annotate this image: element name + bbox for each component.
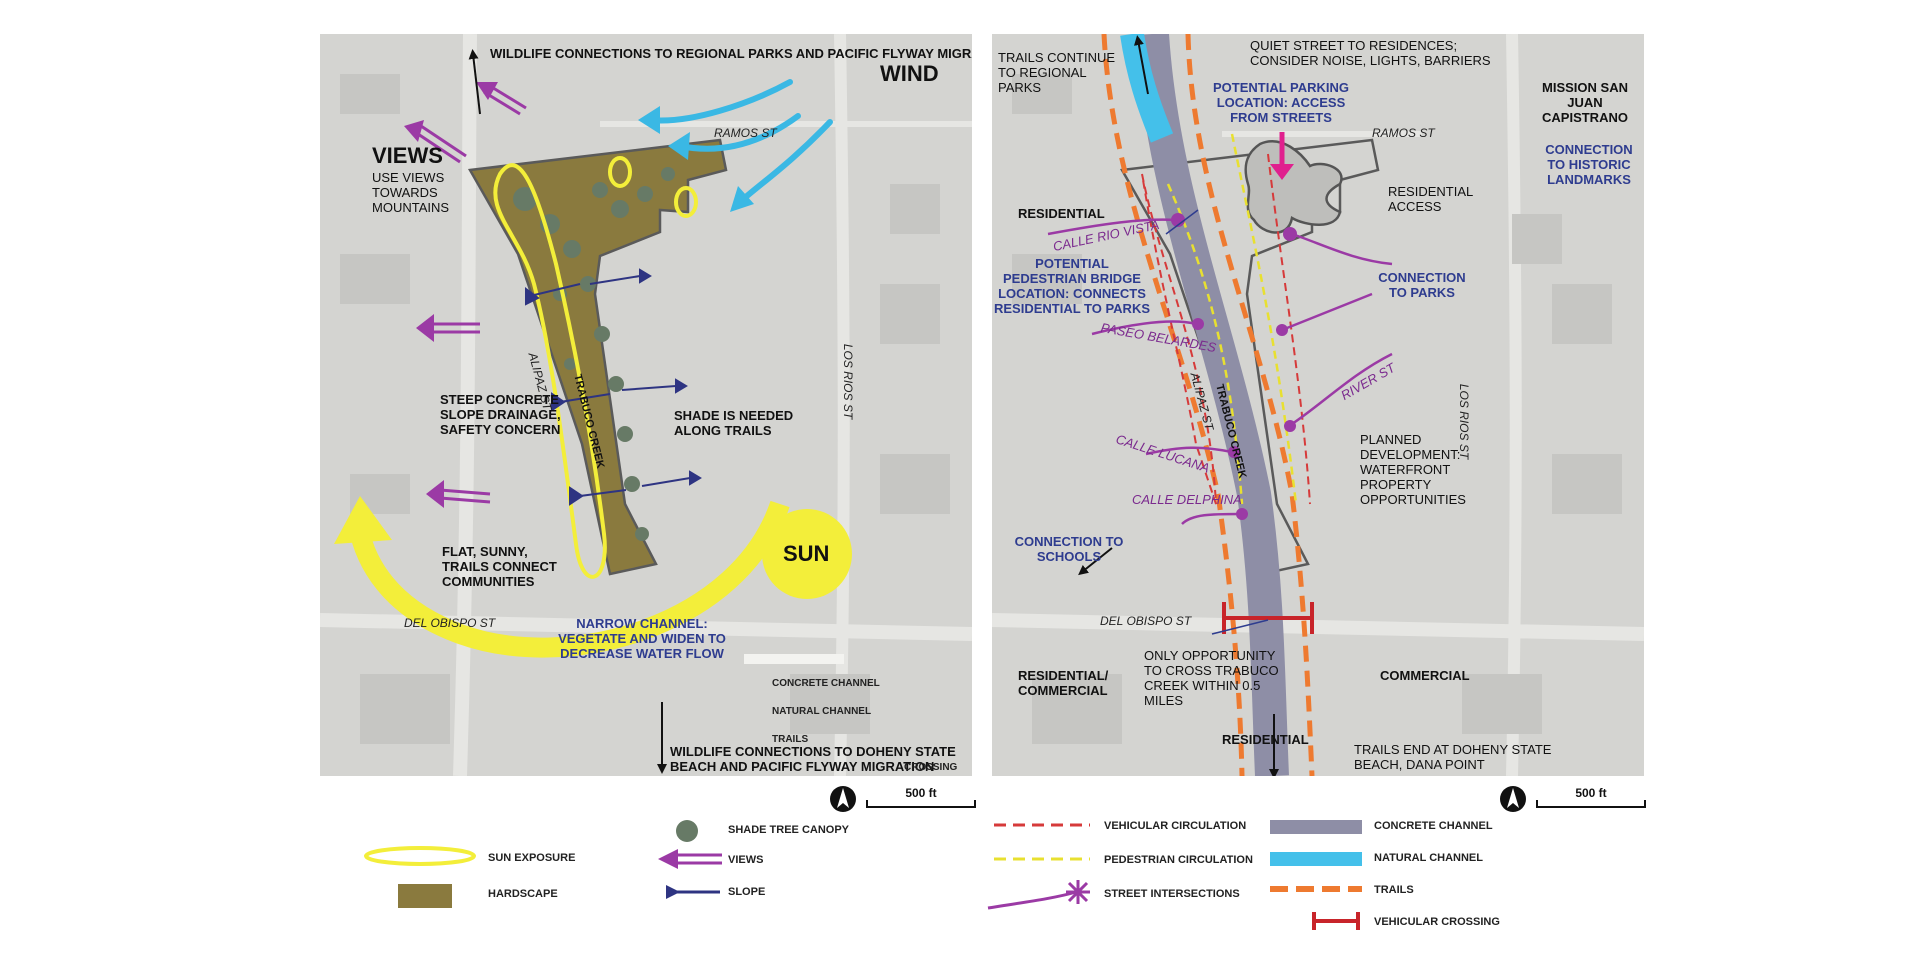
north-arrow-icon xyxy=(1500,786,1526,812)
scale-label-left: 500 ft xyxy=(905,786,937,800)
label-parking: POTENTIAL PARKING LOCATION: ACCESS FROM … xyxy=(1212,80,1350,125)
inset-trails: TRAILS xyxy=(772,734,809,745)
legend-sun-exposure: SUN EXPOSURE xyxy=(488,852,576,864)
trail-west xyxy=(1101,34,1245,776)
site-analysis-map: WILDLIFE CONNECTIONS TO REGIONAL PARKS A… xyxy=(320,34,972,776)
label-planned-dev: PLANNED DEVELOPMENT: WATERFRONT PROPERTY… xyxy=(1360,432,1466,507)
sun-path xyxy=(350,500,790,658)
legend-street-intersections: STREET INTERSECTIONS xyxy=(1104,888,1240,900)
parking-area xyxy=(1244,140,1343,234)
legend-hardscape: HARDSCAPE xyxy=(488,888,558,900)
trails-swatch xyxy=(1270,886,1362,892)
label-ramos-st: RAMOS ST xyxy=(714,126,777,140)
label-residential-access: RESIDENTIAL ACCESS xyxy=(1388,184,1473,214)
circulation-map: TRAILS CONTINUE TO REGIONAL PARKS QUIET … xyxy=(992,34,1644,776)
scale-label-right: 500 ft xyxy=(1575,786,1607,800)
legend-vehicular-circulation: VEHICULAR CIRCULATION xyxy=(1104,820,1247,832)
sun-icon xyxy=(762,509,852,599)
tree-canopy-icon xyxy=(676,820,698,842)
legend-natural-channel: NATURAL CHANNEL xyxy=(1374,852,1483,864)
label-mission: MISSION SAN JUAN CAPISTRANO xyxy=(1542,80,1628,125)
scale-bar-left: 500 ft xyxy=(866,786,976,808)
views-arrow-icon xyxy=(658,849,722,869)
legend-concrete-channel: CONCRETE CHANNEL xyxy=(1374,820,1493,832)
pedestrian-circulation-swatch xyxy=(994,857,1090,861)
label-narrow-channel: NARROW CHANNEL: VEGETATE AND WIDEN TO DE… xyxy=(558,616,726,661)
label-ped-bridge: POTENTIAL PEDESTRIAN BRIDGE LOCATION: CO… xyxy=(993,256,1151,316)
legend-pedestrian-circulation: PEDESTRIAN CIRCULATION xyxy=(1104,854,1253,866)
hardscape-area xyxy=(467,138,728,576)
vehicular-circulation-swatch xyxy=(994,823,1090,827)
label-del-obispo-st: DEL OBISPO ST xyxy=(404,616,496,630)
legend-slope: SLOPE xyxy=(728,886,766,898)
vehicular-crossing-icon xyxy=(1312,912,1360,930)
label-los-rios-st: LOS RIOS ST xyxy=(841,343,856,420)
label-views-desc: USE VIEWS TOWARDS MOUNTAINS xyxy=(372,170,450,215)
label-residential-nw: RESIDENTIAL xyxy=(1018,206,1105,221)
label-connection-schools: CONNECTION TO SCHOOLS xyxy=(1014,534,1124,564)
map-graphics xyxy=(992,34,1644,776)
legend-views: VIEWS xyxy=(728,854,764,866)
legend-shade-tree-canopy: SHADE TREE CANOPY xyxy=(728,824,850,836)
natural-channel xyxy=(1120,34,1174,143)
label-wind: WIND xyxy=(880,61,939,86)
label-trails-end: TRAILS END AT DOHENY STATE BEACH, DANA P… xyxy=(1354,742,1552,772)
hardscape-swatch xyxy=(398,884,452,908)
slope-icon xyxy=(666,885,720,899)
legend-vehicular-crossing: VEHICULAR CROSSING xyxy=(1374,916,1500,928)
label-trails-continue: TRAILS CONTINUE TO REGIONAL PARKS xyxy=(998,50,1116,95)
scale-bar-right: 500 ft xyxy=(1536,786,1646,808)
label-commercial: COMMERCIAL xyxy=(1380,668,1470,683)
label-residential-s: RESIDENTIAL xyxy=(1222,732,1309,747)
sun-exposure-swatch xyxy=(364,846,476,866)
sun-exposure-outline xyxy=(493,163,607,579)
label-flat-sunny: FLAT, SUNNY, TRAILS CONNECT COMMUNITIES xyxy=(442,544,557,589)
label-ramos-st: RAMOS ST xyxy=(1372,126,1435,140)
label-sun: SUN xyxy=(783,541,830,566)
concrete-channel-swatch xyxy=(1270,820,1362,834)
label-wildlife-north: WILDLIFE CONNECTIONS TO REGIONAL PARKS A… xyxy=(490,46,972,61)
label-quiet-street: QUIET STREET TO RESIDENCES; CONSIDER NOI… xyxy=(1250,38,1491,68)
label-steep-slope: STEEP CONCRETE SLOPE DRAINAGE, SAFETY CO… xyxy=(440,392,561,437)
label-residential-commercial: RESIDENTIAL/ COMMERCIAL xyxy=(1018,668,1109,698)
label-historic: CONNECTION TO HISTORIC LANDMARKS xyxy=(1545,142,1633,187)
map-graphics xyxy=(320,34,972,776)
street-intersection-icon xyxy=(987,880,1090,910)
label-wildlife-south: WILDLIFE CONNECTIONS TO DOHENY STATE BEA… xyxy=(670,744,956,774)
legend-trails: TRAILS xyxy=(1374,884,1414,896)
natural-channel-swatch xyxy=(1270,852,1362,866)
label-only-opportunity: ONLY OPPORTUNITY TO CROSS TRABUCO CREEK … xyxy=(1144,648,1279,708)
trail-east xyxy=(1185,34,1315,776)
concrete-channel xyxy=(1135,34,1289,776)
label-del-obispo-st: DEL OBISPO ST xyxy=(1100,614,1192,628)
inset-natural-channel: NATURAL CHANNEL xyxy=(772,706,872,717)
label-connection-parks: CONNECTION TO PARKS xyxy=(1378,270,1466,300)
inset-concrete-channel: CONCRETE CHANNEL xyxy=(772,678,880,689)
label-views-title: VIEWS xyxy=(372,143,443,168)
inset-crossing: CROSSING xyxy=(904,762,958,773)
label-calle-delphina: CALLE DELPHINA xyxy=(1132,492,1242,507)
label-shade-needed: SHADE IS NEEDED ALONG TRAILS xyxy=(674,408,794,438)
north-arrow-icon xyxy=(830,786,856,812)
